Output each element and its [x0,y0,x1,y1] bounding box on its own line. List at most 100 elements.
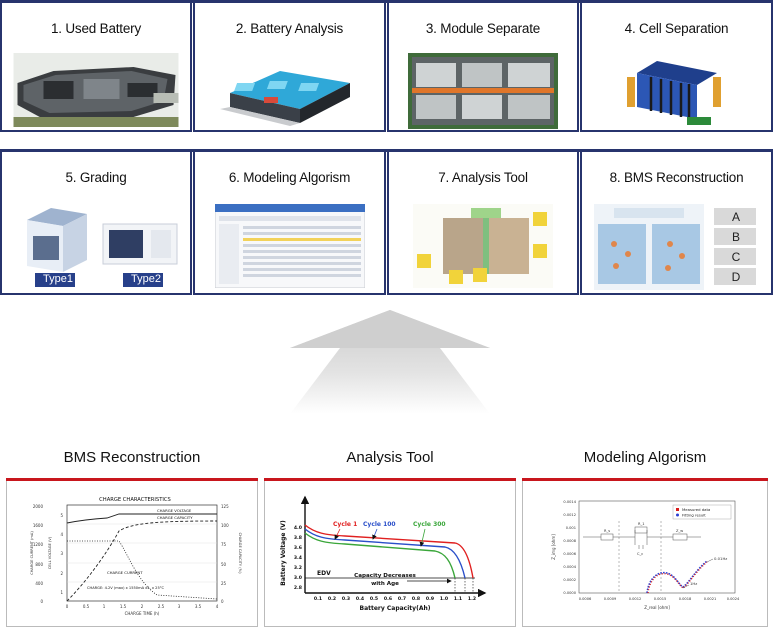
y-tick: 0.0008 [563,539,576,543]
fitting-curve [646,560,708,594]
chart-title: CHARGE CHARACTERISTICS [99,497,171,503]
cycle1-curve [304,524,474,579]
section-title-modeling: Modeling Algorism [583,449,707,466]
x-tick: 0.7 [398,596,406,602]
step-card-modeling-algorism: 6. Modeling Algorism [193,152,386,295]
y-axis-label-capacity: CHARGE CAPACITY (%) [238,533,242,575]
y-tick: 3.4 [294,555,302,561]
y-tick: 0.001 [566,526,576,530]
x-tick: 0.6 [384,596,392,602]
step-card-bms-reconstruction: 8. BMS Reconstruction A B C D [580,152,773,295]
x-tick: 0 [66,604,69,609]
type2-label: Type2 [131,273,161,285]
legend-swatch [676,508,679,511]
y-tick: 0.0000 [563,591,576,595]
x-axis-label: CHARGE TIME (h) [125,611,160,616]
option-c: C [731,250,741,264]
circuit-label: R_s [604,529,610,533]
charge-characteristics-chart: CHARGE CHARACTERISTICS 2000 1600 1200 80… [30,497,242,616]
charge-characteristics-panel: CHARGE CHARACTERISTICS 2000 1600 1200 80… [6,481,258,627]
y-axis-label: Z_img [ohm] [551,534,556,560]
right-tick: 125 [221,504,229,509]
section-divider [6,478,258,481]
y-tick: 0.0002 [563,578,576,582]
left-tick: 800 [35,562,43,567]
section-title-bms: BMS Reconstruction [63,449,201,466]
option-d: D [731,270,741,284]
legend-fitting: Fitting result [682,513,706,518]
circuit-label: R_1 [638,522,645,526]
y-tick: 0.0004 [563,565,576,569]
right-tick: 0 [221,599,224,604]
left-tick: 1200 [33,542,44,547]
y-tick: 0.0014 [563,500,576,504]
step-title: 7. Analysis Tool [438,170,528,185]
left-tick: 2000 [33,504,44,509]
cycle300-label: Cycle 300 [413,521,446,528]
x-axis-label: Z_real [ohm] [644,605,670,610]
x-tick: 0.1 [314,596,322,602]
current-label: CHARGE CURRENT [107,570,143,575]
step-card-module-separate: 3. Module Separate [387,3,579,132]
option-a: A [731,210,740,224]
section-divider [264,478,516,481]
step-card-used-battery: 1. Used Battery [0,3,192,132]
voltage-curve [66,513,217,524]
step-title: 6. Modeling Algorism [228,170,351,185]
x-tick: 3.5 [195,604,202,609]
x-tick: 1.1 [454,596,462,602]
volt-tick: 4 [60,532,63,537]
step-card-battery-analysis: 2. Battery Analysis [193,3,386,132]
cycle100-curve [304,528,466,579]
x-tick: 0.0021 [704,597,717,601]
current-curve [67,540,218,600]
impedance-panel: 0.0014 0.0012 0.001 0.0008 0.0006 0.0004… [522,481,768,627]
x-tick: 2.5 [158,604,165,609]
volt-tick: 2 [60,571,63,576]
annotation-1hz: 1Hz [690,581,697,586]
capacity-voltage-chart: 4.0 3.8 3.6 3.4 3.2 3.0 2.8 0.1 0.2 0.3 … [280,495,487,612]
note-line1: Capacity Decreases [354,573,416,579]
section-title-analysis: Analysis Tool [346,449,434,466]
y-tick: 3.2 [294,565,302,571]
x-tick: 3 [178,604,181,609]
bms-diagram [593,204,756,290]
used-battery-image [13,53,179,127]
x-tick: 1 [103,604,106,609]
step-card-analysis-tool: 7. Analysis Tool [387,152,579,295]
left-tick: 1600 [33,523,44,528]
step-title: 4. Cell Separation [624,21,729,36]
step-title: 2. Battery Analysis [235,21,344,36]
capacity-label: CHARGE CAPACITY [157,515,193,520]
capacity-curve [66,520,218,602]
y-tick: 0.0006 [563,552,576,556]
y-tick: 3.6 [294,545,302,551]
right-tick: 25 [221,581,227,586]
x-tick: 1.2 [468,596,476,602]
left-tick: 0 [40,599,43,604]
x-tick: 0.3 [342,596,350,602]
battery-pack-image [219,71,350,126]
software-screen-image [214,204,365,288]
cycle1-label: Cycle 1 [333,521,357,528]
circuit-label: Z_w [676,529,683,533]
x-tick: 0.5 [83,604,90,609]
y-axis-label: Battery Voltage (V) [280,520,287,586]
process-row-1: 1. Used Battery 2. Battery Analysis 3. M… [0,0,773,132]
left-tick: 400 [35,581,43,586]
right-tick: 75 [221,542,227,547]
impedance-chart: 0.0014 0.0012 0.001 0.0008 0.0006 0.0004… [551,500,740,610]
step-card-cell-separation: 4. Cell Separation [580,3,773,132]
x-tick: 0.0018 [679,597,692,601]
x-tick: 0.0024 [727,597,740,601]
x-tick: 0.9 [426,596,434,602]
legend-measured: Measured data [682,507,710,512]
x-tick: 1.5 [120,604,127,609]
volt-tick: 3 [60,551,63,556]
process-row-2: 5. Grading Type1 Type2 6. Modeling Algor… [0,149,773,295]
x-tick: 0.2 [328,596,336,602]
y-axis-label-voltage: CELL VOLTAGE (V) [48,536,52,569]
step-title: 3. Module Separate [425,21,541,36]
y-tick: 4.0 [294,525,302,531]
annotation-low-freq: 0.01Hz [714,556,727,561]
